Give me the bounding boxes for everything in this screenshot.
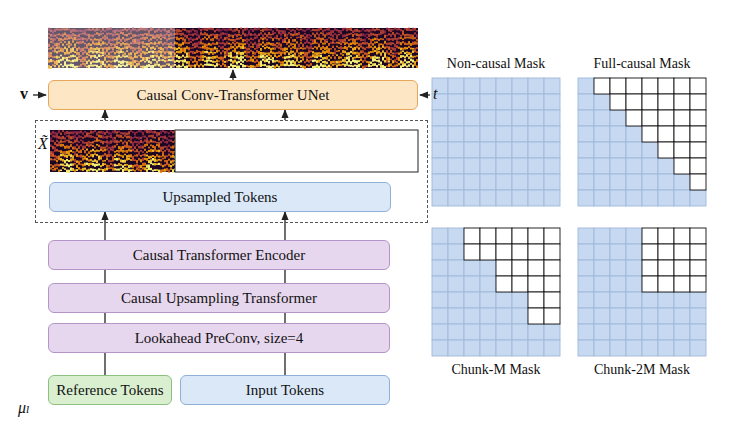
unet-box: Causal Conv-Transformer UNet — [48, 80, 418, 110]
v-arrow — [33, 94, 46, 95]
block-label: Lookahead PreConv, size=4 — [135, 330, 304, 347]
symbol-label: v — [20, 85, 28, 103]
block-label: Causal Upsampling Transformer — [121, 290, 317, 307]
reference-box: Reference Tokens — [48, 375, 172, 405]
input-box: Input Tokens — [180, 375, 390, 405]
mask-title: Chunk-M Mask — [451, 362, 540, 378]
block-label: Causal Transformer Encoder — [133, 247, 305, 264]
output-arrow — [232, 70, 233, 80]
preconv-box: Lookahead PreConv, size=4 — [48, 323, 390, 353]
connector — [284, 212, 285, 240]
connector — [284, 110, 285, 120]
connector — [104, 270, 105, 283]
block-label: Causal Conv-Transformer UNet — [137, 87, 330, 104]
mask-title: Chunk-2M Mask — [594, 362, 690, 378]
mask-title: Full-causal Mask — [594, 56, 691, 72]
mask-grids — [432, 78, 706, 356]
connector — [104, 212, 105, 240]
block-label: Input Tokens — [246, 382, 324, 399]
tensor-label: X̃ — [38, 135, 48, 153]
mask-title: Non-causal Mask — [447, 56, 545, 72]
block-label: Reference Tokens — [56, 382, 163, 399]
upsampling-box: Causal Upsampling Transformer — [48, 283, 390, 313]
symbol-label: μₗ — [18, 398, 30, 417]
connector — [104, 313, 105, 323]
connector — [104, 353, 105, 375]
connector — [284, 270, 285, 283]
connector — [284, 353, 285, 375]
connector — [104, 110, 105, 120]
masked-region — [175, 130, 418, 172]
block-label: Upsampled Tokens — [163, 189, 278, 206]
output-spectrogram — [48, 27, 418, 69]
t-arrow — [420, 94, 430, 95]
encoder-box: Causal Transformer Encoder — [48, 240, 390, 270]
input-group-dashed: X̃ Upsampled Tokens — [35, 120, 428, 223]
masked-spectrogram — [50, 130, 176, 173]
symbol-label: t — [433, 85, 437, 103]
upsampled-box: Upsampled Tokens — [49, 182, 391, 212]
connector — [284, 313, 285, 323]
